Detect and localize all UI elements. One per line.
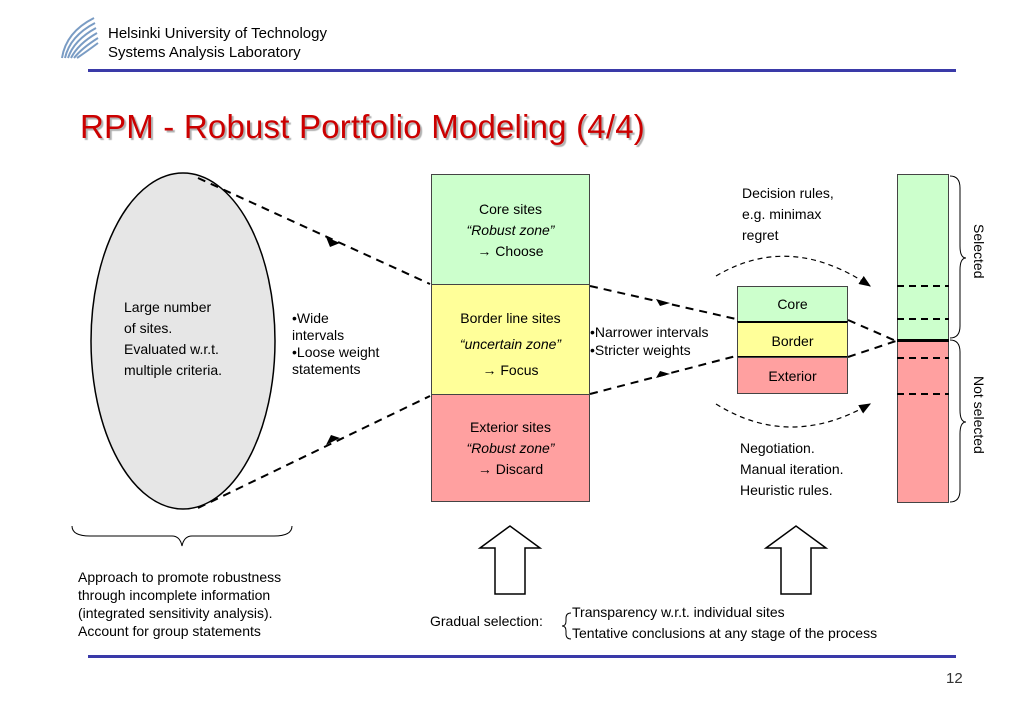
core-sites-label: Core sites <box>478 201 543 217</box>
decision-line: Decision rules, <box>742 185 834 201</box>
decision-line: e.g. minimax <box>742 206 822 222</box>
core-zone-label: “Robust zone” <box>466 222 555 238</box>
curved-arrow-top <box>715 255 871 287</box>
header-rule <box>88 69 956 72</box>
small-exterior-box: Exterior <box>737 357 848 394</box>
dashed-link-right-bottom <box>847 340 897 358</box>
wide-intervals-note: •Wide intervals •Loose weight statements <box>292 310 379 378</box>
not-selected-brace <box>949 339 967 503</box>
dashed-link-bottom <box>197 395 431 509</box>
core-action-label: → Choose <box>477 243 544 259</box>
negotiation-text: Negotiation. Manual iteration. Heuristic… <box>740 438 844 501</box>
column-dividers <box>897 285 949 395</box>
arrowhead <box>656 299 670 306</box>
small-exterior-label: Exterior <box>768 368 817 384</box>
gradual-brace <box>561 612 572 640</box>
narrower-intervals-note: •Narrower intervals •Stricter weights <box>590 323 709 359</box>
negotiation-line: Manual iteration. <box>740 461 844 477</box>
small-border-label: Border <box>771 333 814 349</box>
note-line: •Stricter weights <box>590 342 691 358</box>
ellipse-line: multiple criteria. <box>124 362 223 378</box>
gradual-selection-label: Gradual selection: <box>430 613 543 629</box>
not-selected-label: Not selected <box>971 376 987 454</box>
border-sites-label: Border line sites <box>460 310 561 326</box>
approach-line: Approach to promote robustness <box>78 569 282 585</box>
up-arrow-left <box>477 525 543 595</box>
gradual-line2: Tentative conclusions at any stage of th… <box>572 625 878 641</box>
note-line: •Narrower intervals <box>590 324 709 340</box>
selected-brace <box>949 175 967 339</box>
approach-line: (integrated sensitivity analysis). <box>78 605 273 621</box>
arrowhead <box>326 435 340 445</box>
gradual-line1: Transparency w.r.t. individual sites <box>572 604 785 620</box>
dashed-link-right-top <box>847 319 897 342</box>
exterior-zone-label: “Robust zone” <box>466 440 555 456</box>
exterior-action-label: → Discard <box>477 461 544 477</box>
org-name-line2: Systems Analysis Laboratory <box>108 44 301 61</box>
approach-text: Approach to promote robustness through i… <box>78 568 281 640</box>
negotiation-line: Heuristic rules. <box>740 482 833 498</box>
ellipse-line: of sites. <box>124 320 173 336</box>
ellipse-line: Evaluated w.r.t. <box>124 341 219 357</box>
arrowhead <box>656 371 670 378</box>
selected-column <box>897 174 949 341</box>
page-number: 12 <box>946 670 963 687</box>
core-sites-box: Core sites “Robust zone” → Choose <box>431 174 590 285</box>
small-core-label: Core <box>777 296 808 312</box>
up-arrow-right <box>763 525 829 595</box>
ellipse-line: Large number <box>124 299 212 315</box>
negotiation-line: Negotiation. <box>740 440 815 456</box>
dashed-link-top <box>197 177 431 285</box>
footer-rule <box>88 655 956 658</box>
selection-threshold-line <box>897 339 949 342</box>
decision-rules-text: Decision rules, e.g. minimax regret <box>742 183 834 246</box>
arrowhead <box>326 237 340 247</box>
not-selected-column <box>897 340 949 503</box>
exterior-sites-label: Exterior sites <box>470 419 551 435</box>
exterior-sites-box: Exterior sites “Robust zone” → Discard <box>431 394 590 502</box>
small-core-box: Core <box>737 286 848 322</box>
border-sites-box: Border line sites “uncertain zone” → Foc… <box>431 284 590 395</box>
border-action-label: → Focus <box>482 362 539 378</box>
small-border-box: Border <box>737 321 848 358</box>
hut-logo-icon <box>61 17 99 59</box>
note-line: •Loose weight <box>292 344 380 360</box>
curved-arrow-bottom <box>715 403 872 428</box>
sites-ellipse <box>90 172 276 510</box>
approach-line: through incomplete information <box>78 587 271 603</box>
note-line: •Wide <box>292 310 329 326</box>
ellipse-text: Large number of sites. Evaluated w.r.t. … <box>124 297 222 381</box>
approach-line: Account for group statements <box>78 623 261 639</box>
decision-line: regret <box>742 227 779 243</box>
ellipse-brace <box>71 525 293 547</box>
note-line: intervals <box>292 327 345 343</box>
slide-title: RPM - Robust Portfolio Modeling (4/4) <box>80 108 645 145</box>
selected-label: Selected <box>971 224 987 279</box>
org-name-line1: Helsinki University of Technology <box>108 25 327 42</box>
border-zone-label: “uncertain zone” <box>459 336 562 352</box>
note-line: statements <box>292 361 361 377</box>
